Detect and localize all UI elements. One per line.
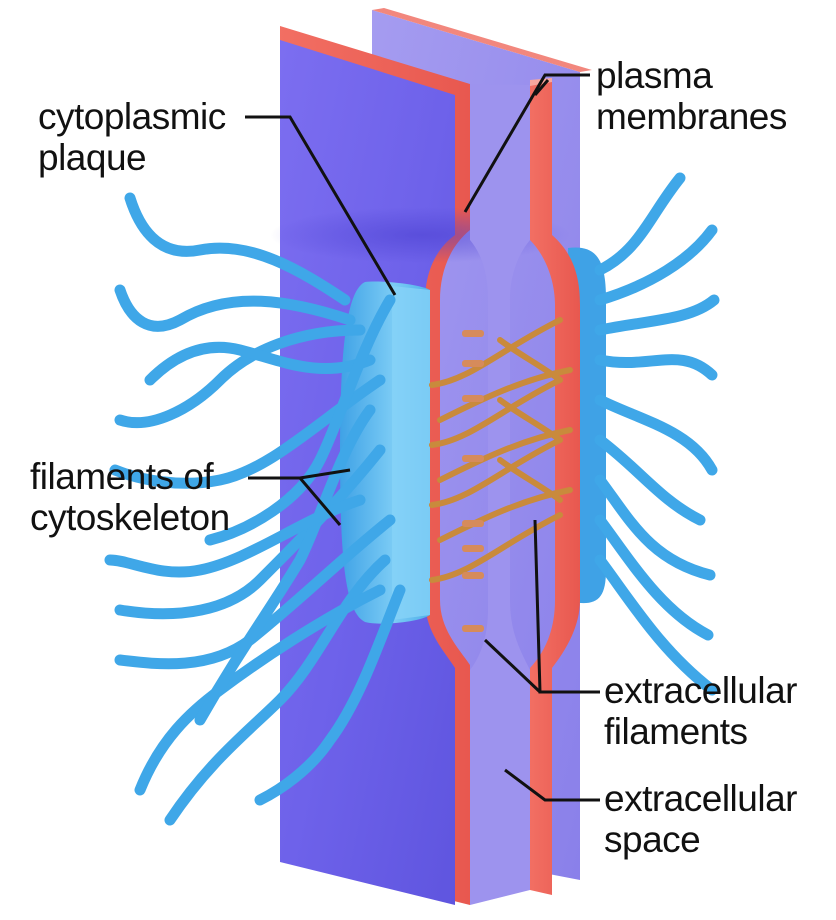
label-line: cytoskeleton [30, 497, 230, 538]
label-line: membranes [596, 96, 787, 137]
label-line: filaments [604, 711, 797, 752]
right-cytoskeleton-filaments [600, 178, 714, 690]
label-plasma-membranes: plasma membranes [596, 55, 787, 137]
label-extracellular-filaments: extracellular filaments [604, 670, 797, 752]
label-line: filaments of [30, 456, 230, 497]
label-cytoplasmic-plaque: cytoplasmic plaque [38, 96, 226, 178]
label-line: plasma [596, 55, 787, 96]
label-line: extracellular [604, 778, 797, 819]
label-extracellular-space: extracellular space [604, 778, 797, 860]
label-line: space [604, 819, 797, 860]
label-line: plaque [38, 137, 226, 178]
label-line: cytoplasmic [38, 96, 226, 137]
label-filaments-of-cytoskeleton: filaments of cytoskeleton [30, 456, 230, 538]
label-line: extracellular [604, 670, 797, 711]
